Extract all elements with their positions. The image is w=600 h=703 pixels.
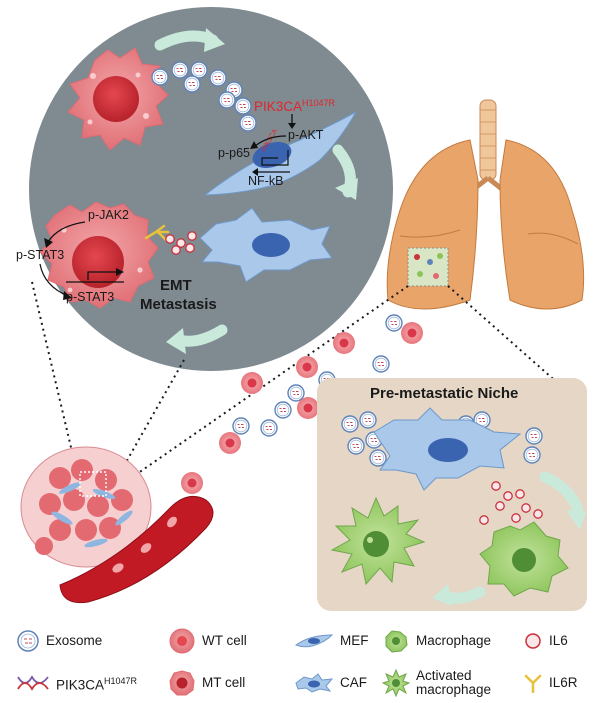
p-p65-label: p-p65 [218,146,250,160]
caf-icon [295,673,334,693]
caf-cell-niche [373,407,522,491]
legend-wt-cell: WT cell [168,626,247,656]
legend-mt-cell-label: MT cell [202,675,246,690]
legend-il6r-label: IL6R [549,675,578,690]
macrophage-niche [479,521,569,597]
emt-label: EMT [160,277,192,294]
legend-mef: MEF [294,626,369,656]
primary-tumor [20,446,152,568]
legend-pik3ca-label: PIK3CAH1047R [56,675,138,693]
dna-icon [17,675,49,691]
legend-exosome-label: Exosome [46,633,103,648]
exosome-icon [17,630,39,652]
legend: Exosome WT cell MEF Macrophage IL6 PIK3C… [0,610,600,703]
p-stat3-label-2: p-STAT3 [66,290,114,304]
lungs [386,99,585,310]
nfkb-label: NF-kB [248,174,283,188]
activated-macrophage-icon [382,669,410,697]
mechanism-circle: PIK3CA PIK3CAH1047R p-AKT p-p65 NF-kB p-… [16,7,393,371]
legend-caf: CAF [294,668,367,698]
legend-wt-cell-label: WT cell [202,633,247,648]
legend-exosome: Exosome [16,626,102,656]
legend-caf-label: CAF [340,675,367,690]
macrophage-icon [385,630,408,653]
mt-cell-icon [169,670,195,696]
p-stat3-label-1: p-STAT3 [16,248,64,262]
legend-macrophage-label: Macrophage [416,633,492,648]
mef-icon [294,634,334,648]
legend-il6: IL6 [523,626,568,656]
wt-cell-icon [169,628,195,654]
legend-il6r: IL6R [523,668,578,698]
metastasis-label: Metastasis [140,296,217,313]
legend-mt-cell: MT cell [168,668,245,698]
il6r-icon [524,674,542,693]
legend-pik3ca: PIK3CAH1047R [16,668,137,698]
activated-macrophage-niche [330,496,426,586]
legend-mef-label: MEF [340,633,369,648]
legend-il6-label: IL6 [549,633,568,648]
pre-metastatic-niche-panel: Pre-metastatic Niche [317,378,587,611]
p-jak2-label: p-JAK2 [88,208,129,222]
niche-title: Pre-metastatic Niche [370,385,518,402]
legend-macrophage: Macrophage [382,626,491,656]
pik3ca-mutation-label: PIK3CAH1047R [254,98,336,114]
caf-cell-middle [199,207,333,283]
wt-cell-top [67,47,169,151]
blood-vessel [59,495,214,604]
il6r-receptor [144,224,170,242]
il6-icon [525,633,541,649]
p-akt-label: p-AKT [288,128,324,142]
